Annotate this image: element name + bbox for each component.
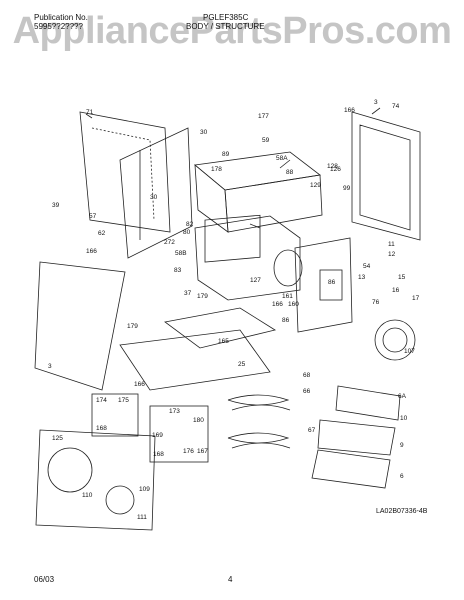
page-number: 4 <box>228 575 233 584</box>
bake-element-shape <box>227 394 291 411</box>
side-panel-shape <box>34 261 126 391</box>
callout-16: 16 <box>392 287 400 294</box>
motor-shape <box>47 447 93 493</box>
callout-109: 109 <box>139 486 150 493</box>
callout-99: 99 <box>343 185 351 192</box>
oven-rack-shape <box>335 385 401 421</box>
bottom-panel-shape <box>164 307 277 349</box>
callout-160: 160 <box>288 301 299 308</box>
callout-74: 74 <box>392 103 400 110</box>
callout-58a: 58A <box>276 155 288 162</box>
callout-89: 89 <box>222 151 230 158</box>
callout-67: 67 <box>308 427 316 434</box>
callout-86: 86 <box>328 279 336 286</box>
callout-6: 6 <box>400 473 404 480</box>
callout-6a: 6A <box>398 393 407 400</box>
callout-175: 175 <box>118 397 129 404</box>
callout-82: 82 <box>186 221 194 228</box>
door-frame-shape <box>351 111 421 241</box>
callout-39: 39 <box>52 202 60 209</box>
callout-17: 17 <box>412 295 420 302</box>
callout-83: 83 <box>174 267 182 274</box>
callout-111: 111 <box>137 514 147 521</box>
callout-173: 173 <box>169 408 180 415</box>
callout-30: 30 <box>150 194 158 201</box>
callout-168: 168 <box>96 425 107 432</box>
fan-cover-shape <box>374 319 416 361</box>
side-frame-shape <box>119 127 193 259</box>
callout-179: 179 <box>197 293 208 300</box>
callout-110: 110 <box>82 492 93 499</box>
section-title: BODY / STRUCTURE <box>186 22 265 31</box>
model-number: PGLEF385C <box>203 13 249 22</box>
callout-13: 13 <box>358 274 366 281</box>
callout-176: 176 <box>183 448 194 455</box>
callout-126: 126 <box>330 166 341 173</box>
detail-box-left <box>91 393 139 437</box>
callout-54: 54 <box>363 263 371 270</box>
callout-10: 10 <box>400 415 408 422</box>
callout-129: 129 <box>310 182 321 189</box>
broil-element-shape <box>227 432 291 449</box>
rear-panel-shape <box>79 111 171 233</box>
publication-number: 5995??2???? <box>34 22 83 31</box>
publication-label: Publication No. <box>34 13 88 22</box>
callout-68: 68 <box>303 372 311 379</box>
drawer-base-shape <box>119 329 271 391</box>
callout-168: 168 <box>153 451 164 458</box>
callout-178: 178 <box>211 166 222 173</box>
broil-pan-shape <box>317 419 396 456</box>
motor-detail-box <box>35 429 156 531</box>
detail-box-center <box>149 405 209 463</box>
callout-107: 107 <box>404 348 415 355</box>
callout-3: 3 <box>48 363 52 370</box>
watermark: AppliancePartsPros.com <box>12 10 452 52</box>
broil-pan-shape-2 <box>311 449 391 489</box>
footer-date: 06/03 <box>34 575 55 584</box>
callout-125: 125 <box>52 435 63 442</box>
callout-272: 272 <box>164 239 175 246</box>
callout-166: 166 <box>272 301 283 308</box>
drawing-id: LA02B07336-4B <box>376 508 428 515</box>
callout-177: 177 <box>258 113 269 120</box>
callout-76: 76 <box>372 299 380 306</box>
callout-57: 57 <box>89 213 97 220</box>
callout-161: 161 <box>282 293 293 300</box>
callout-25: 25 <box>238 361 246 368</box>
callout-169: 169 <box>152 432 163 439</box>
oven-cavity-shape <box>194 215 301 301</box>
callout-71: 71 <box>86 109 94 116</box>
callout-62: 62 <box>98 230 106 237</box>
callout-180: 180 <box>193 417 204 424</box>
callout-58b: 58B <box>175 250 187 257</box>
callout-59: 59 <box>262 137 270 144</box>
callout-37: 37 <box>184 290 192 297</box>
oven-body-shape <box>194 164 229 233</box>
callout-174: 174 <box>96 397 107 404</box>
callout-12: 12 <box>388 251 396 258</box>
callout-166: 166 <box>344 107 355 114</box>
callout-179: 179 <box>127 323 138 330</box>
right-frame-shape <box>294 237 353 333</box>
callout-128: 128 <box>327 163 338 170</box>
callout-167: 167 <box>197 448 208 455</box>
callout-80: 80 <box>183 229 191 236</box>
callout-165: 165 <box>218 338 229 345</box>
callout-88: 88 <box>286 169 294 176</box>
callout-86: 86 <box>282 317 290 324</box>
callout-166: 166 <box>134 381 145 388</box>
callout-3: 3 <box>374 99 378 106</box>
callout-15: 15 <box>398 274 406 281</box>
callout-166: 166 <box>86 248 97 255</box>
callout-11: 11 <box>388 241 395 248</box>
callout-127: 127 <box>250 277 261 284</box>
callout-9: 9 <box>400 442 404 449</box>
callout-30: 30 <box>200 129 208 136</box>
callout-66: 66 <box>303 388 311 395</box>
